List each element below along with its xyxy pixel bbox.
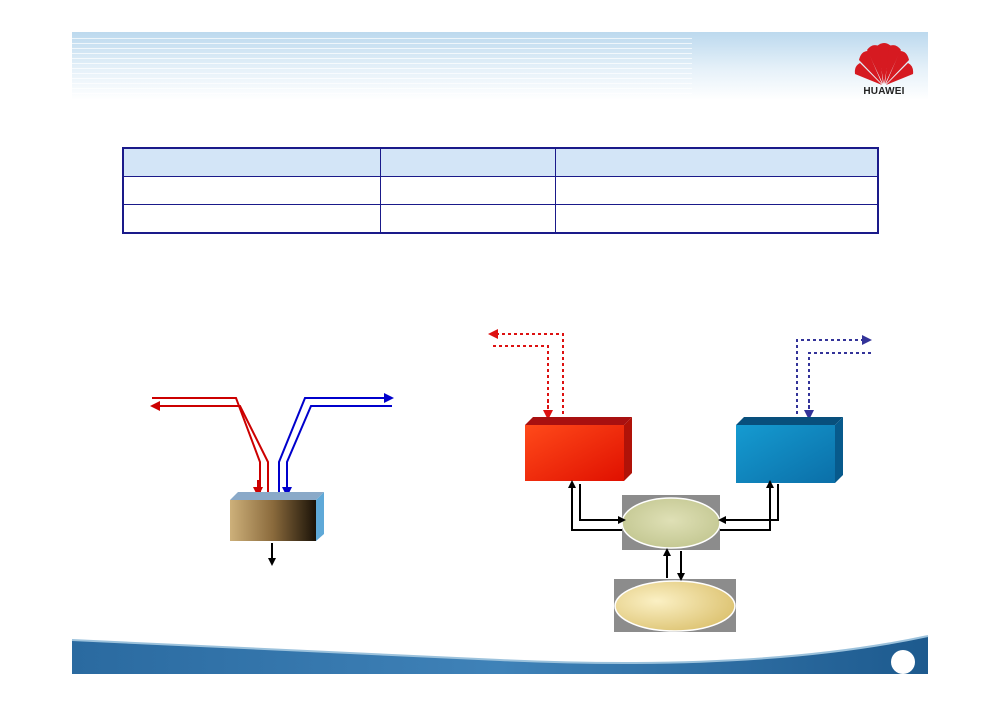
table-row xyxy=(122,176,879,205)
logo-text: HUAWEI xyxy=(863,86,905,97)
table-cell xyxy=(555,147,879,177)
left-3d-box xyxy=(230,492,324,541)
header-band xyxy=(72,32,928,100)
blue-dotted-arrow xyxy=(796,335,872,420)
right-diagram xyxy=(488,329,872,632)
red-dotted-arrow xyxy=(488,329,564,420)
table-cell xyxy=(380,147,556,177)
table-cell xyxy=(555,204,879,234)
header-lines xyxy=(72,38,692,96)
left-diagram xyxy=(150,393,394,566)
table-cell xyxy=(122,147,381,177)
blue-double-arrow xyxy=(278,393,394,497)
info-table xyxy=(122,147,879,234)
top-ellipse-node xyxy=(621,495,721,550)
page-number-circle xyxy=(891,650,915,674)
bottom-ellipse-node xyxy=(614,579,736,632)
red-3d-box xyxy=(525,417,632,481)
table-cell xyxy=(555,176,879,205)
table-row xyxy=(122,204,879,234)
table-header-row xyxy=(122,147,879,177)
huawei-logo: HUAWEI xyxy=(853,40,915,104)
connector-arrows xyxy=(568,480,779,581)
table-cell xyxy=(380,204,556,234)
blue-3d-box xyxy=(736,417,843,483)
table-cell xyxy=(122,204,381,234)
huawei-petals-icon xyxy=(854,43,914,85)
red-double-arrow xyxy=(150,397,269,497)
footer-band xyxy=(71,635,929,674)
table-cell xyxy=(380,176,556,205)
